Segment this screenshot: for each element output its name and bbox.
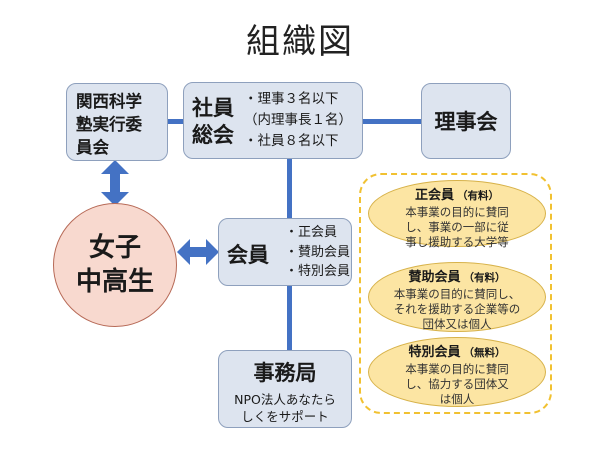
special-member-desc-2: し、協力する団体又 bbox=[405, 377, 509, 391]
members-box: 会員 ・正会員 ・賛助会員 ・特別会員 bbox=[218, 218, 352, 286]
diagram-title: 組織図 bbox=[246, 22, 354, 62]
kansai-science-committee-box: 関西科学 塾実行委 員会 bbox=[66, 83, 168, 161]
regular-member-desc-3: 事し援助する大学等 bbox=[405, 235, 509, 249]
board-of-directors-label: 理事会 bbox=[434, 110, 498, 134]
assembly-label-line-1: 社員 bbox=[192, 96, 234, 120]
supporting-member-desc-1: 本事業の目的に賛同し、 bbox=[393, 287, 521, 301]
supporting-member-tag: （有料） bbox=[463, 272, 506, 284]
members-detail-3: ・特別会員 bbox=[285, 264, 351, 279]
assembly-detail-2: （内理事長１名） bbox=[244, 112, 352, 128]
members-label: 会員 bbox=[227, 243, 269, 267]
members-details: ・正会員 ・賛助会員 ・特別会員 bbox=[285, 223, 350, 282]
committee-line-3: 員会 bbox=[76, 138, 109, 157]
committee-line-2: 塾実行委 bbox=[76, 115, 142, 134]
general-assembly-box: 社員 総会 ・理事３名以下 （内理事長１名） ・社員８名以下 bbox=[183, 82, 363, 159]
members-detail-1: ・正会員 bbox=[285, 225, 338, 240]
regular-member-desc-2: し、事業の一部に従 bbox=[405, 220, 509, 234]
committee-line-1: 関西科学 bbox=[76, 92, 142, 111]
general-assembly-details: ・理事３名以下 （内理事長１名） ・社員８名以下 bbox=[244, 89, 352, 152]
assembly-detail-3: ・社員８名以下 bbox=[244, 133, 339, 149]
supporting-member-desc-3: 団体又は個人 bbox=[422, 317, 492, 331]
members-detail-2: ・賛助会員 bbox=[285, 244, 351, 260]
double-arrow-vertical-icon bbox=[101, 160, 129, 206]
supporting-member-ellipse: 賛助会員（有料） 本事業の目的に賛同し、 それを援助する企業等の 団体又は個人 bbox=[368, 262, 546, 332]
secretariat-subtitle: NPO法人あなたら しくをサポート bbox=[219, 391, 351, 425]
board-of-directors-box: 理事会 bbox=[421, 83, 511, 159]
special-member-tag: （無料） bbox=[463, 347, 506, 359]
secretariat-line-2: しくをサポート bbox=[241, 409, 329, 424]
assembly-label-line-2: 総会 bbox=[192, 123, 234, 147]
regular-member-tag: （有料） bbox=[457, 190, 499, 202]
connector-board-assembly bbox=[168, 119, 183, 124]
special-member-name: 特別会員 bbox=[408, 345, 461, 360]
special-member-desc-3: は個人 bbox=[439, 392, 475, 406]
regular-member-desc-1: 本事業の目的に賛同 bbox=[405, 205, 509, 219]
member-types-group bbox=[359, 173, 552, 414]
connector-assembly-directors bbox=[363, 119, 421, 124]
students-line-1: 女子 bbox=[88, 233, 141, 263]
special-member-desc-1: 本事業の目的に賛同 bbox=[405, 362, 509, 376]
supporting-member-desc-2: それを援助する企業等の bbox=[393, 302, 521, 316]
regular-member-ellipse: 正会員（有料） 本事業の目的に賛同 し、事業の一部に従 事し援助する大学等 bbox=[368, 180, 546, 249]
students-line-2: 中高生 bbox=[75, 267, 154, 297]
secretariat-box: 事務局 NPO法人あなたら しくをサポート bbox=[218, 350, 352, 428]
regular-member-name: 正会員 bbox=[414, 188, 454, 203]
assembly-detail-1: ・理事３名以下 bbox=[244, 91, 339, 107]
general-assembly-label: 社員 総会 bbox=[192, 95, 234, 149]
special-member-ellipse: 特別会員（無料） 本事業の目的に賛同 し、協力する団体又 は個人 bbox=[368, 337, 546, 407]
students-circle: 女子 中高生 bbox=[53, 203, 177, 327]
secretariat-line-1: NPO法人あなたら bbox=[234, 392, 336, 407]
double-arrow-horizontal-icon bbox=[177, 239, 219, 265]
secretariat-label: 事務局 bbox=[253, 361, 317, 385]
supporting-member-name: 賛助会員 bbox=[408, 270, 461, 285]
